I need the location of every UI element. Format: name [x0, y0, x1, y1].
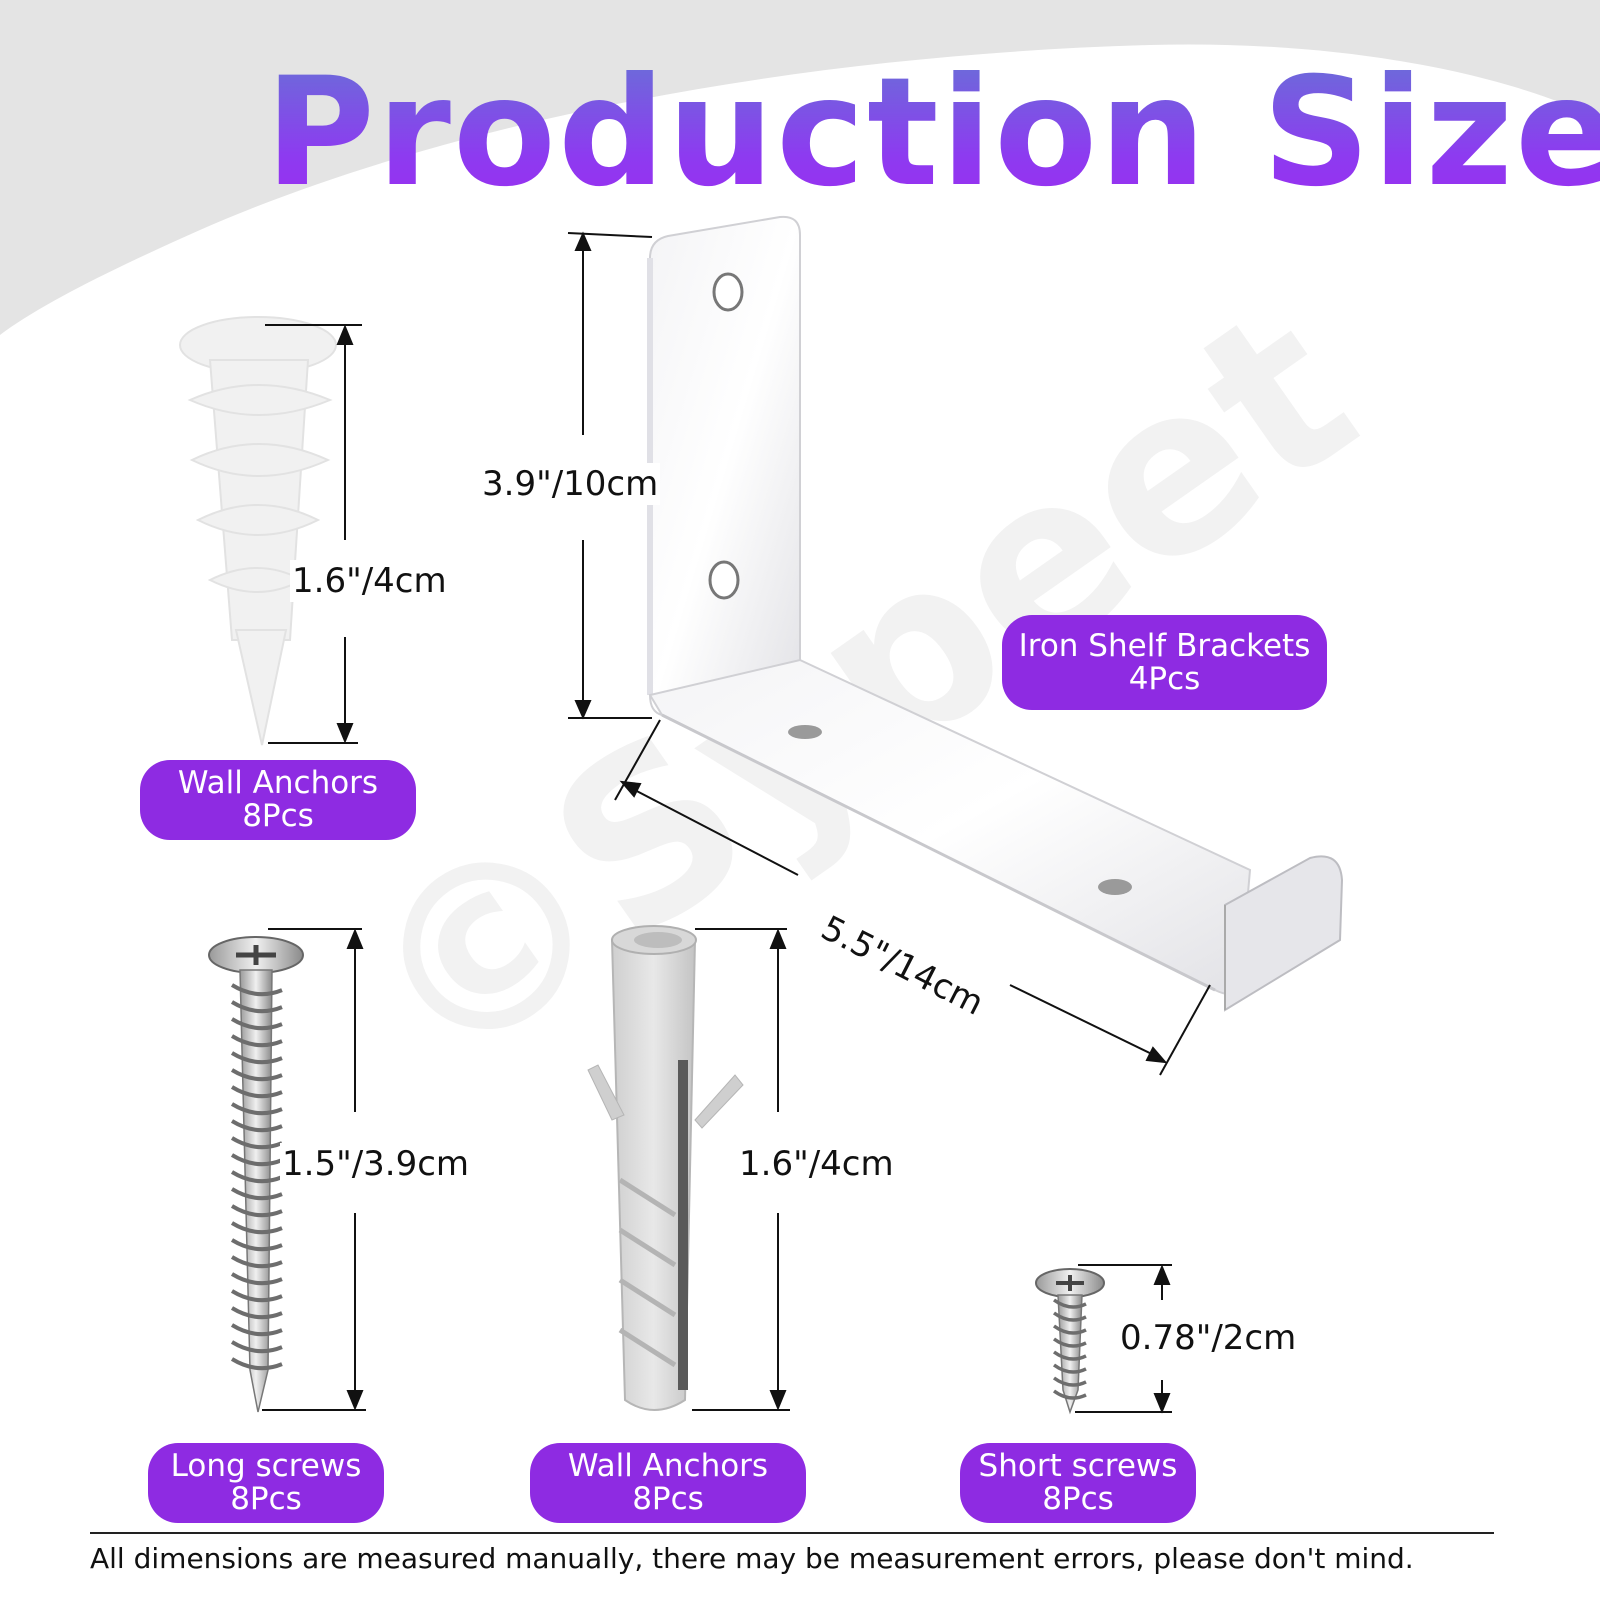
short-screw-illustration — [1035, 1268, 1105, 1415]
screw-thread — [230, 983, 283, 997]
screw-thread — [230, 1187, 283, 1201]
page-title: Production Size — [265, 58, 1600, 208]
drywall-anchor-dimension — [265, 324, 362, 744]
screw-thread — [230, 1204, 283, 1218]
screw-thread — [230, 1357, 283, 1371]
long-screw-illustration — [208, 936, 304, 1413]
item-name: Iron Shelf Brackets — [1018, 627, 1311, 664]
pill-wall-anchors-bottom: Wall Anchors 8Pcs — [530, 1443, 806, 1523]
screw-thread — [230, 1119, 283, 1133]
screw-thread — [1052, 1376, 1087, 1387]
item-name: Wall Anchors — [177, 765, 379, 802]
item-name: Short screws — [978, 1448, 1178, 1485]
item-qty: 8Pcs — [230, 1481, 302, 1517]
screw-thread — [230, 1255, 283, 1269]
screw-thread — [1052, 1298, 1087, 1309]
long-screw-length-label: 1.5"/3.9cm — [280, 1143, 472, 1185]
screw-thread — [230, 1136, 283, 1150]
screw-thread — [230, 1068, 283, 1082]
drywall-anchor-illustration — [179, 316, 337, 746]
screw-thread — [230, 1102, 283, 1116]
item-name: Long screws — [170, 1448, 362, 1485]
shelf-bracket-illustration — [647, 215, 1344, 1012]
bracket-dimension-lines — [567, 231, 1211, 1076]
screw-thread — [1052, 1337, 1087, 1348]
long-screw-dimension — [262, 928, 366, 1411]
screw-thread — [1052, 1389, 1087, 1400]
pill-short-screws: Short screws 8Pcs — [960, 1443, 1196, 1523]
pill-wall-anchors-top: Wall Anchors 8Pcs — [140, 760, 416, 840]
item-qty: 8Pcs — [242, 798, 314, 834]
screw-thread — [230, 1051, 283, 1065]
screw-thread — [230, 1017, 283, 1031]
screw-thread — [230, 1153, 283, 1167]
item-qty: 8Pcs — [1042, 1481, 1114, 1517]
footer-divider — [90, 1532, 1494, 1534]
short-screw-dimension — [1075, 1264, 1172, 1414]
item-qty: 4Pcs — [1128, 660, 1201, 697]
screw-thread — [1052, 1311, 1087, 1322]
screw-thread — [230, 1170, 283, 1184]
plastic-plug-dimension — [692, 928, 790, 1411]
plastic-plug-illustration — [587, 925, 744, 1411]
screw-thread — [230, 1306, 283, 1320]
pill-iron-shelf-brackets: Iron Shelf Brackets 4Pcs — [1002, 615, 1327, 710]
short-screw-length-label: 0.78"/2cm — [1118, 1317, 1299, 1359]
plastic-plug-length-label: 1.6"/4cm — [737, 1143, 896, 1185]
screw-thread — [1052, 1350, 1087, 1361]
screw-thread — [230, 1340, 283, 1354]
screw-thread — [230, 1085, 283, 1099]
screw-thread — [230, 1323, 283, 1337]
item-name: Wall Anchors — [567, 1448, 769, 1485]
screw-thread — [230, 1000, 283, 1014]
screw-thread — [230, 1289, 283, 1303]
screw-thread — [230, 1272, 283, 1286]
screw-thread — [230, 1221, 283, 1235]
item-qty: 8Pcs — [632, 1481, 704, 1517]
footer-disclaimer: All dimensions are measured manually, th… — [90, 1542, 1414, 1575]
screw-thread — [230, 1034, 283, 1048]
pill-long-screws: Long screws 8Pcs — [148, 1443, 384, 1523]
drywall-anchor-length-label: 1.6"/4cm — [290, 560, 449, 602]
screw-thread — [1052, 1324, 1087, 1335]
screw-thread — [1052, 1363, 1087, 1374]
bracket-height-label: 3.9"/10cm — [480, 463, 661, 505]
screw-thread — [230, 1238, 283, 1252]
